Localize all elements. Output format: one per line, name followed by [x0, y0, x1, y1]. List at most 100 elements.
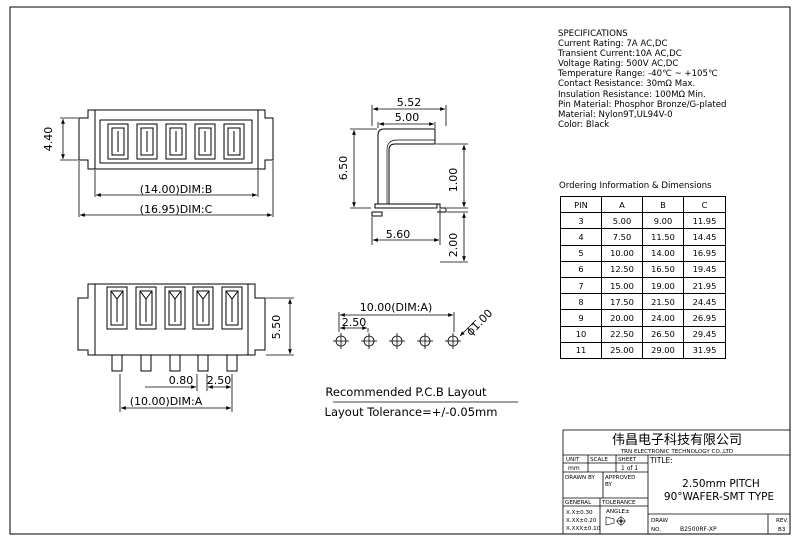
table-cell: 9.00: [642, 212, 684, 230]
table-cell: 7.50: [601, 228, 643, 246]
table-cell: 26.50: [642, 325, 684, 343]
table-cell: A: [601, 195, 643, 214]
projection-symbol-icon: [605, 516, 626, 526]
drawing-border: [9, 6, 791, 535]
spec-line: Color: Black: [558, 119, 610, 130]
table-cell: 12.50: [601, 260, 643, 278]
table-cell: 31.95: [683, 341, 726, 359]
smt-pin: [111, 354, 123, 372]
pcb-hole: [361, 333, 377, 349]
smt-pin: [140, 354, 152, 372]
table-cell: PIN: [560, 195, 602, 214]
tol-1: X.X±0.30: [566, 510, 593, 516]
dim-front-height: 4.40: [42, 127, 55, 152]
table-cell: 11: [560, 341, 602, 359]
contact-slot: [192, 286, 214, 330]
approved-label: APPROVED: [605, 475, 635, 481]
table-cell: 9: [560, 309, 602, 327]
specifications: SPECIFICATIONS Current Rating: 7A AC,DC …: [558, 29, 727, 130]
table-cell: 4: [560, 228, 602, 246]
pcb-hole: [445, 333, 461, 349]
smt-pin: [169, 354, 181, 372]
title-label: TITLE:: [649, 456, 673, 465]
contact-slot: [107, 123, 129, 160]
rev-value: B3: [778, 527, 786, 533]
angle-label: ANGLE±: [606, 509, 630, 515]
spec-line: Material: Nylon9T,UL94V-0: [558, 109, 673, 120]
dim-c-label: (16.95)DIM:C: [140, 203, 213, 216]
table-cell: 21.95: [683, 276, 726, 295]
table-cell: 17.50: [601, 293, 643, 311]
table-cell: 16.50: [642, 260, 684, 278]
dim-pin-w: 0.80: [169, 374, 194, 387]
pcb-pitch: 2.50: [342, 316, 367, 329]
table-cell: 10.00: [601, 244, 643, 262]
spec-line: Current Rating: 7A AC,DC: [558, 39, 668, 50]
table-cell: 10: [560, 325, 602, 343]
unit-label: UNIT: [566, 457, 580, 463]
spec-line: Pin Material: Phosphor Bronze/G-plated: [558, 99, 727, 110]
pcb-hole: [333, 333, 349, 349]
table-cell: 16.95: [683, 244, 726, 262]
table-cell: 14.00: [642, 244, 684, 262]
table-cell: 24.00: [642, 309, 684, 327]
contact-slot: [106, 286, 128, 330]
dim-b-label: (14.00)DIM:B: [140, 183, 213, 196]
spec-line: Insulation Resistance: 100MΩ Min.: [558, 89, 706, 100]
pcb-layout-title: Recommended P.C.B Layout: [325, 385, 487, 399]
drawn-by: DRAWN BY: [565, 475, 596, 481]
dim-side-h: 6.50: [337, 156, 350, 181]
contact-slot: [221, 286, 243, 330]
dim-side-w2: 5.00: [395, 111, 420, 124]
spec-line: Transient Current:10A AC,DC: [558, 49, 682, 60]
specifications-heading: SPECIFICATIONS: [558, 29, 628, 39]
dim-pitch: 2.50: [207, 374, 232, 387]
dim-side-2: 2.00: [447, 233, 460, 258]
table-cell: 11.50: [642, 228, 684, 246]
sheet-value: 1 of 1: [621, 465, 638, 472]
company-en: TRN ELECTRONIC TECHNOLOGY CO.,LTD: [620, 449, 734, 455]
spec-line: Temperature Range: -40℃ ~ +105℃: [558, 69, 718, 80]
table-cell: 15.00: [601, 276, 643, 295]
rev-label: REV.: [776, 518, 789, 524]
ordering-title: Ordering Information & Dimensions: [559, 181, 712, 191]
table-cell: 5: [560, 244, 602, 262]
company-cn: 伟昌电子科技有限公司: [612, 433, 742, 448]
table-cell: 8: [560, 293, 602, 311]
table-cell: 3: [560, 212, 602, 230]
contact-slot: [135, 286, 157, 330]
table-cell: C: [683, 195, 726, 214]
pcb-dim-a: 10.00(DIM:A): [360, 301, 433, 314]
part-number: B2500RF-XP: [680, 526, 717, 533]
table-cell: 6: [560, 260, 602, 278]
title-block: [562, 429, 791, 535]
general-label: GENERAL: [565, 500, 592, 506]
title-line2: 90°WAFER-SMT TYPE: [664, 491, 774, 503]
pcb-hole: [417, 333, 433, 349]
spec-line: Voltage Rating: 500V AC,DC: [558, 59, 679, 70]
table-cell: 19.00: [642, 276, 684, 295]
pcb-tolerance: Layout Tolerance=+/-0.05mm: [325, 405, 498, 419]
table-cell: 20.00: [601, 309, 643, 327]
table-cell: 19.45: [683, 260, 726, 278]
smt-pin: [197, 354, 209, 372]
unit-value: mm: [568, 465, 580, 472]
table-cell: 7: [560, 276, 602, 295]
contact-slot: [194, 123, 216, 160]
front-view: [60, 109, 274, 217]
side-view: [350, 105, 468, 263]
pcb-hole: ϕ1.00: [464, 307, 496, 339]
tolerance-label: TOLERANCE: [601, 500, 636, 506]
dim-side-1: 1.00: [447, 168, 460, 193]
bottom-view: [77, 283, 294, 412]
table-cell: 29.00: [642, 341, 684, 359]
table-cell: 26.95: [683, 309, 726, 327]
pcb-hole: [389, 333, 405, 349]
